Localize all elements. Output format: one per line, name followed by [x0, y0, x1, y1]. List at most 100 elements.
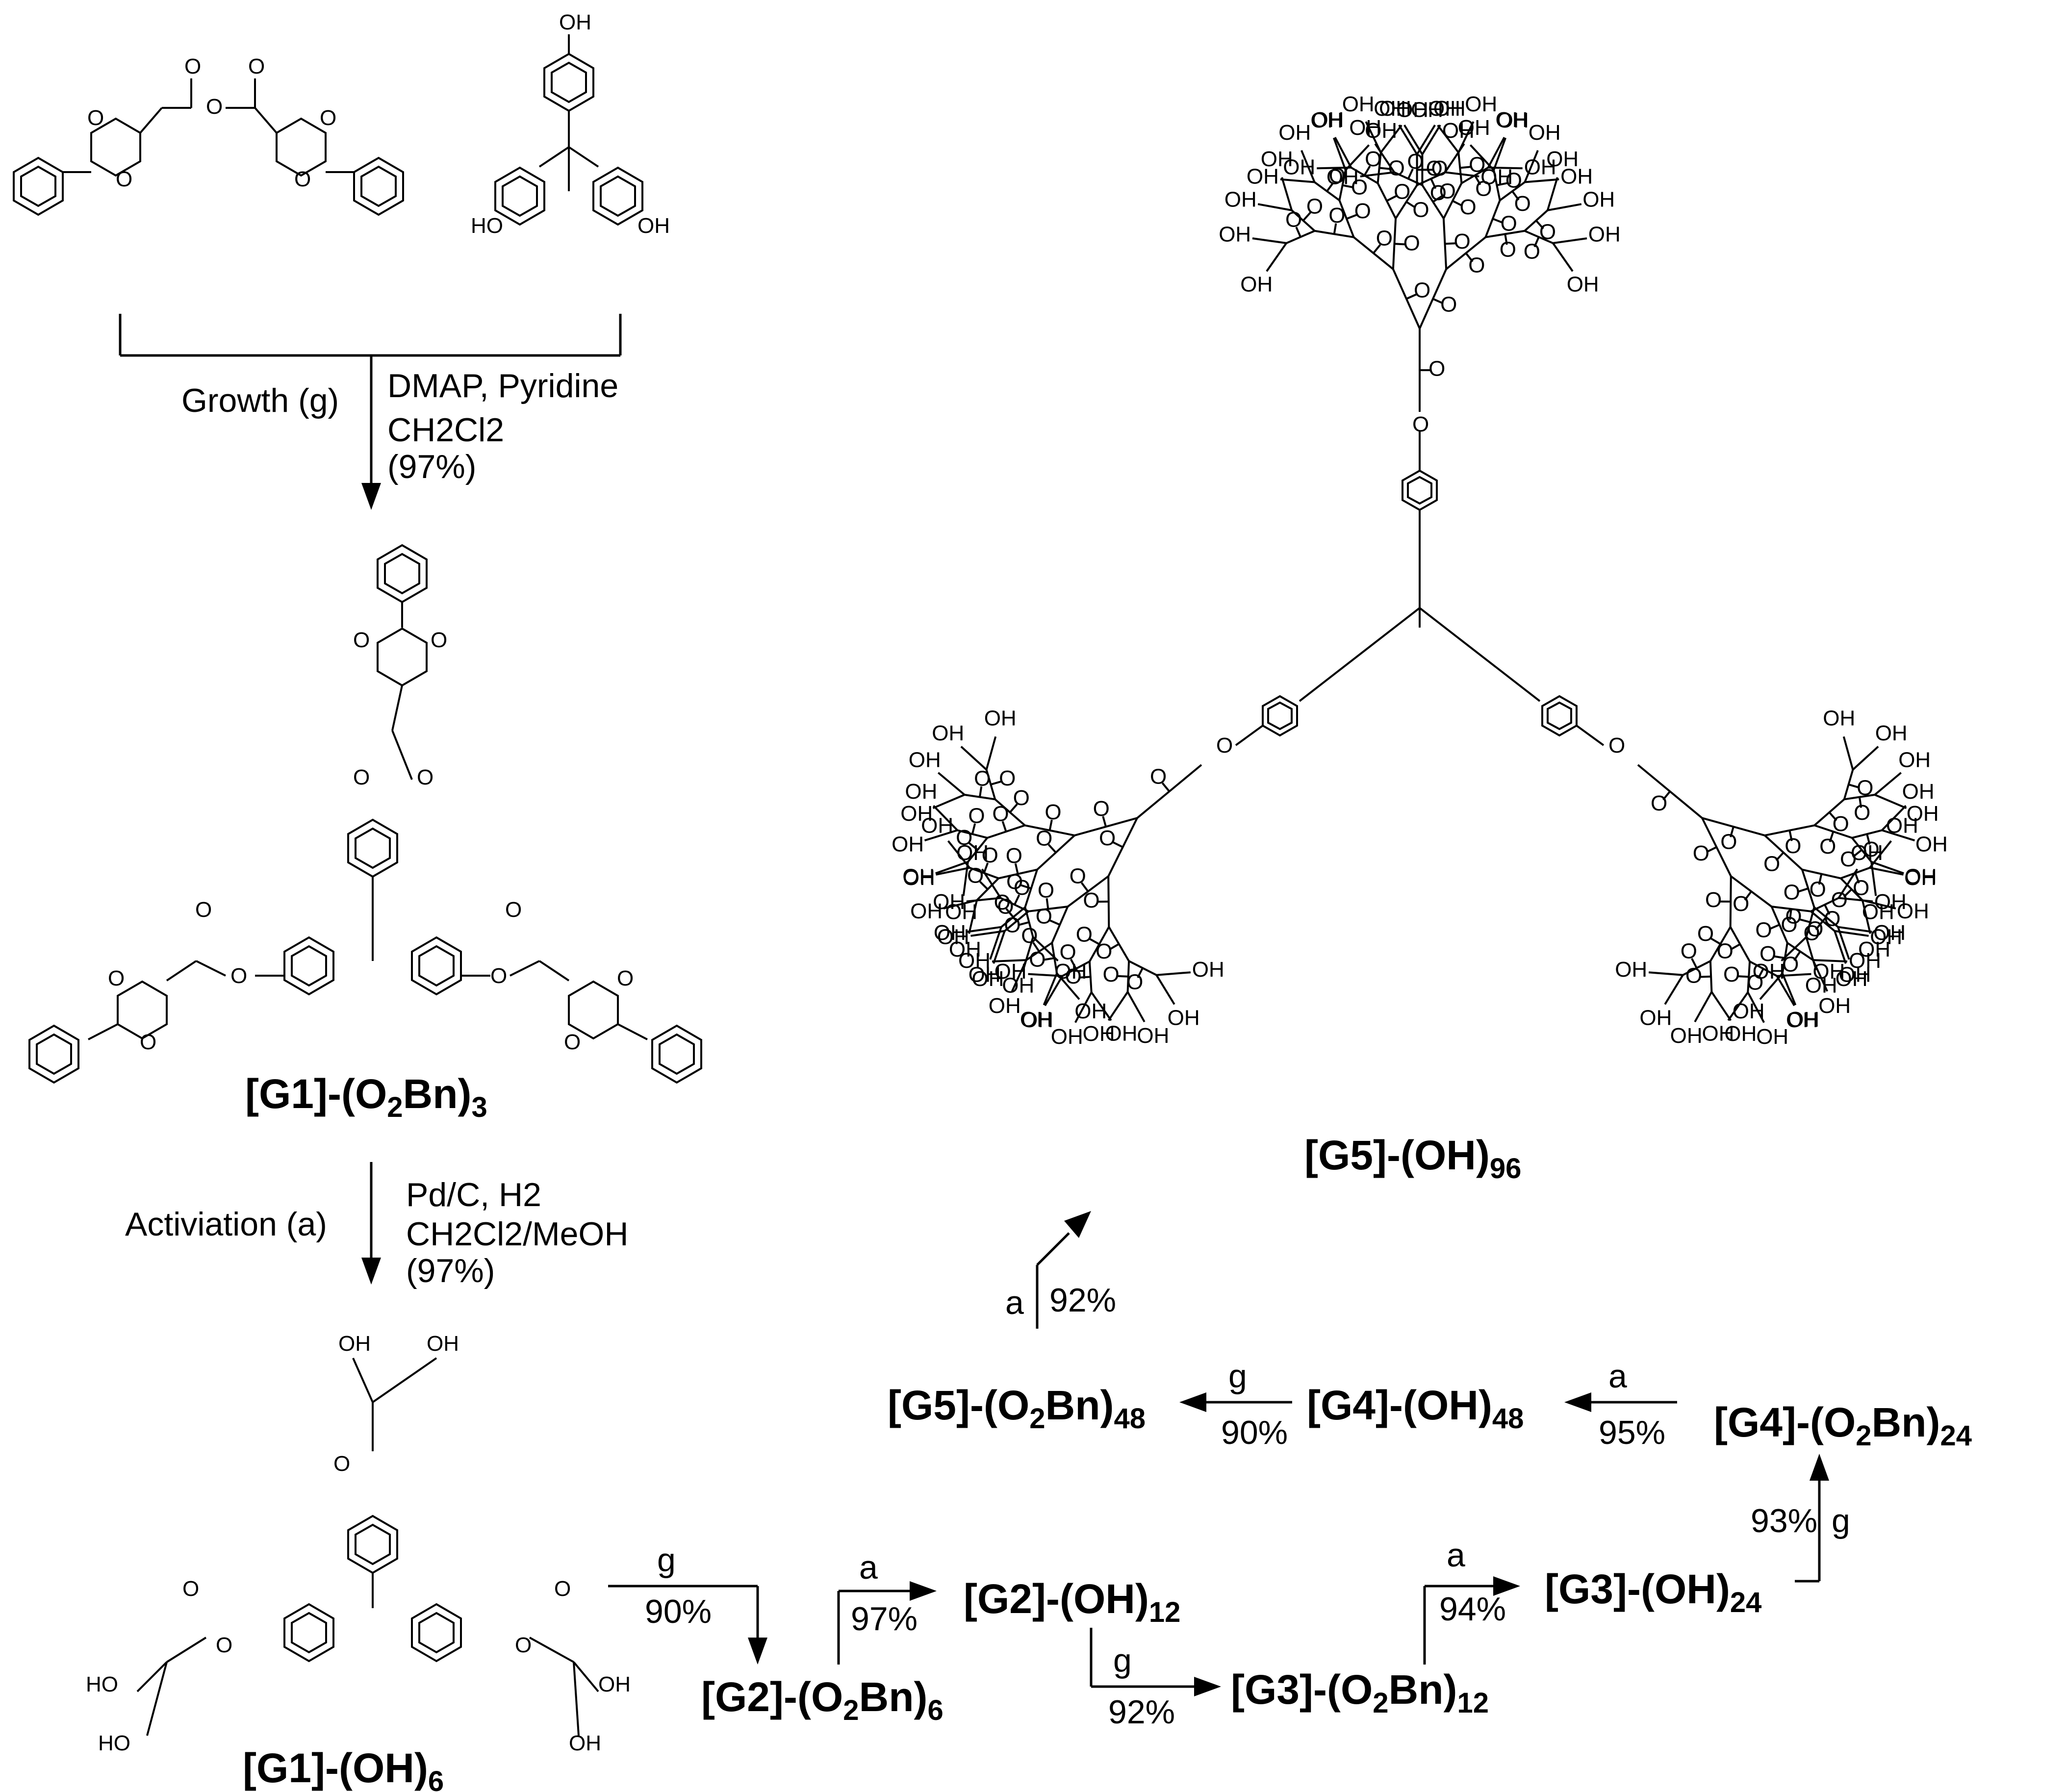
atom-o: O: [1854, 801, 1870, 825]
compound-g5-o2bn48: [G5]-(O2Bn)48: [888, 1382, 1146, 1435]
atom-oh: OH: [1261, 147, 1293, 171]
atom-oh: OH: [1904, 866, 1937, 890]
atom-oh: OH: [1898, 748, 1931, 772]
growth-condition-2: CH2Cl2: [387, 411, 504, 449]
atom-oh: OH: [1310, 108, 1343, 132]
atom-o: O: [1468, 253, 1485, 277]
activation-condition-1: Pd/C, H2: [406, 1176, 541, 1213]
atom-oh: OH: [1560, 165, 1593, 189]
step-label-a: a: [1447, 1537, 1465, 1574]
atom-o: O: [1651, 791, 1667, 815]
atom-o: O: [1824, 907, 1840, 931]
atom-o: O: [1469, 153, 1485, 177]
atom-oh: OH: [958, 949, 991, 973]
atom-o: O: [1853, 876, 1869, 900]
atom-o: O: [1029, 947, 1045, 971]
step-label-g: g: [1832, 1502, 1850, 1540]
atom-o: O: [1059, 940, 1076, 964]
atom-o: O: [1803, 921, 1820, 945]
atom-oh: OH: [1240, 272, 1273, 296]
atom-oh: OH: [1342, 92, 1375, 116]
atom-oh: OH: [1875, 721, 1908, 745]
atom-o: O: [1819, 834, 1836, 858]
atom-oh: OH: [1428, 97, 1460, 121]
atom-o: O: [1376, 227, 1393, 251]
atom-oh: OH: [903, 866, 935, 890]
atom-o: O: [1475, 177, 1492, 201]
atom-o: O: [1306, 194, 1323, 218]
anhydride-structure: O O O O O O O: [13, 54, 404, 216]
core-ring-top: [1402, 470, 1438, 511]
atom-oh: OH: [569, 1731, 601, 1755]
atom-oh: OH: [1915, 833, 1948, 857]
atom-oh: OH: [598, 1672, 631, 1696]
atom-o: O: [1099, 826, 1116, 850]
atom-o: O: [1006, 844, 1022, 868]
atom-oh: OH: [1886, 814, 1918, 838]
atom-o: O: [206, 95, 223, 119]
atom-oh: OH: [1582, 187, 1615, 211]
atom-oh: OH: [1105, 1021, 1138, 1045]
atom-oh: OH: [1851, 841, 1883, 865]
growth-condition-1: DMAP, Pyridine: [387, 367, 618, 404]
step-g3-growth-arrow: [1795, 1454, 1829, 1583]
compound-g5-oh96: [G5]-(OH)96: [1304, 1132, 1521, 1185]
atom-o: O: [333, 1452, 350, 1476]
step-g2-growth-arrow: [1090, 1628, 1221, 1696]
atom-oh: OH: [1020, 1008, 1052, 1032]
atom-o: O: [974, 766, 991, 790]
atom-oh: OH: [1192, 958, 1224, 982]
atom-o: O: [431, 628, 447, 652]
atom-o: O: [554, 1577, 571, 1601]
atom-o: O: [1733, 892, 1749, 916]
atom-oh: OH: [1002, 974, 1034, 998]
atom-o: O: [1720, 830, 1737, 854]
atom-o: O: [1093, 797, 1110, 821]
activation-condition-3: (97%): [406, 1252, 495, 1289]
yield-g2-growth: 92%: [1108, 1693, 1175, 1731]
compound-g2-o2bn6: [G2]-(O2Bn)6: [701, 1674, 943, 1726]
atom-o: O: [1524, 239, 1540, 263]
atom-o: O: [140, 1030, 156, 1054]
compound-g4-o2bn24: [G4]-(O2Bn)24: [1714, 1399, 1972, 1452]
atom-oh: OH: [1639, 1006, 1672, 1030]
atom-o: O: [1045, 800, 1061, 824]
atom-o: O: [1403, 231, 1420, 255]
atom-oh: OH: [1054, 959, 1087, 984]
atom-o: O: [1763, 852, 1780, 876]
yield-g3-activation: 94%: [1439, 1590, 1506, 1628]
atom-oh: OH: [892, 833, 924, 857]
atom-o: O: [1693, 841, 1709, 865]
atom-o: O: [1759, 942, 1776, 966]
atom-oh: OH: [1396, 98, 1428, 122]
atom-o: O: [1840, 847, 1857, 871]
atom-o: O: [1784, 881, 1800, 905]
growth-label: Growth (g): [181, 382, 339, 419]
atom-o: O: [1459, 195, 1476, 219]
atom-o: O: [294, 167, 311, 191]
atom-o: O: [195, 898, 212, 922]
atom-oh: OH: [559, 10, 591, 34]
atom-oh: OH: [1615, 958, 1647, 982]
step-g1-to-g2-arrow: [608, 1585, 767, 1665]
atom-oh: OH: [1567, 272, 1599, 296]
atom-oh: OH: [1083, 1022, 1115, 1046]
atom-oh: OH: [909, 748, 941, 772]
atom-o: O: [992, 802, 1009, 826]
atom-oh: OH: [1219, 223, 1251, 247]
atom-oh: OH: [984, 706, 1017, 730]
atom-o: O: [505, 898, 522, 922]
atom-oh: OH: [1379, 97, 1411, 121]
atom-oh: OH: [1074, 999, 1107, 1023]
atom-o: O: [1351, 175, 1368, 199]
atom-oh: OH: [934, 921, 966, 945]
atom-oh: OH: [1787, 1008, 1819, 1032]
yield-g4-growth: 90%: [1221, 1414, 1288, 1451]
atom-o: O: [1428, 357, 1445, 381]
atom-oh: OH: [1756, 1025, 1788, 1049]
atom-oh: OH: [1873, 921, 1906, 945]
atom-oh: OH: [1838, 963, 1871, 987]
compound-g2-oh12: [G2]-(OH)12: [964, 1576, 1180, 1628]
atom-oh: OH: [1529, 121, 1561, 145]
